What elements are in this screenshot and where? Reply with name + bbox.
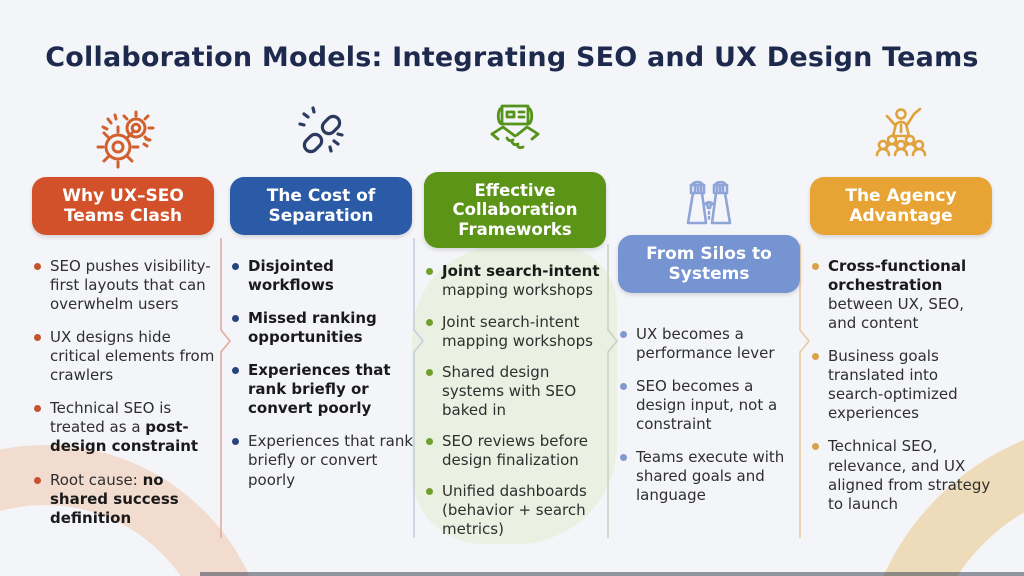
bullet-item: Joint search-intent mapping workshops	[422, 313, 610, 351]
bullet-item: Experiences that rank briefly or convert…	[228, 432, 416, 489]
column-header-badge: Why UX–SEO Teams Clash	[32, 177, 214, 236]
bullet-item: Business goals translated into search-op…	[808, 347, 996, 423]
bullet-item: Disjointed workflows	[228, 257, 416, 295]
bullet-item: Experiences that rank briefly or convert…	[228, 361, 416, 418]
bullet-item: Joint search-intent mapping workshops	[422, 262, 610, 300]
column-header-badge: The Agency Advantage	[810, 177, 992, 236]
column-header-badge: The Cost of Separation	[230, 177, 412, 236]
column-the-cost-of-separation: The Cost of Separation Disjointed workfl…	[226, 100, 416, 504]
bullet-item: SEO pushes visibility-first layouts that…	[30, 257, 218, 314]
bullet-item: Teams execute with shared goals and lang…	[616, 448, 804, 505]
column-header-badge: From Silos to Systems	[618, 235, 800, 294]
bullet-item: SEO reviews before design finalization	[422, 432, 610, 470]
column-header-label: Effective Collaboration Frameworks	[452, 181, 578, 239]
broken-chain-icon	[226, 100, 416, 175]
column-header-label: The Cost of Separation	[266, 186, 376, 227]
column-header-label: From Silos to Systems	[646, 244, 772, 285]
bullet-list: Cross-functional orchestration between U…	[806, 257, 996, 514]
column-the-agency-advantage: The Agency Advantage Cross-functional or…	[806, 100, 996, 528]
connector-line-2	[413, 238, 424, 538]
bullet-item: Cross-functional orchestration between U…	[808, 257, 996, 333]
bullet-item: Technical SEO, relevance, and UX aligned…	[808, 437, 996, 513]
connector-line-4	[799, 244, 810, 538]
column-header-badge: Effective Collaboration Frameworks	[424, 172, 606, 249]
column-header-label: Why UX–SEO Teams Clash	[62, 186, 184, 227]
bullet-item: UX becomes a performance lever	[616, 325, 804, 363]
handshake-icon	[420, 95, 610, 170]
column-effective-collaboration-frameworks: Effective Collaboration Frameworks Joint…	[420, 95, 610, 551]
bullet-item: UX designs hide critical elements from c…	[30, 328, 218, 385]
column-header-label: The Agency Advantage	[845, 186, 957, 227]
bullet-item: Missed ranking opportunities	[228, 309, 416, 347]
bullet-item: Unified dashboards (behavior + search me…	[422, 482, 610, 539]
column-why-ux-seo-teams-clash: Why UX–SEO Teams Clash SEO pushes visibi…	[28, 100, 218, 542]
bullet-item: Shared design systems with SEO baked in	[422, 363, 610, 420]
conductor-icon	[806, 100, 996, 175]
connector-line-1	[220, 238, 231, 538]
bullet-item: Root cause: no shared success definition	[30, 471, 218, 528]
bullet-item: SEO becomes a design input, not a constr…	[616, 377, 804, 434]
bullet-list: SEO pushes visibility-first layouts that…	[28, 257, 218, 528]
gears-icon	[28, 100, 218, 175]
bullet-item: Technical SEO is treated as a post-desig…	[30, 399, 218, 456]
page-title: Collaboration Models: Integrating SEO an…	[45, 42, 979, 73]
lighthouses-icon	[614, 158, 804, 233]
connector-line-3	[607, 244, 618, 538]
column-from-silos-to-systems: From Silos to Systems UX becomes a perfo…	[614, 158, 804, 519]
